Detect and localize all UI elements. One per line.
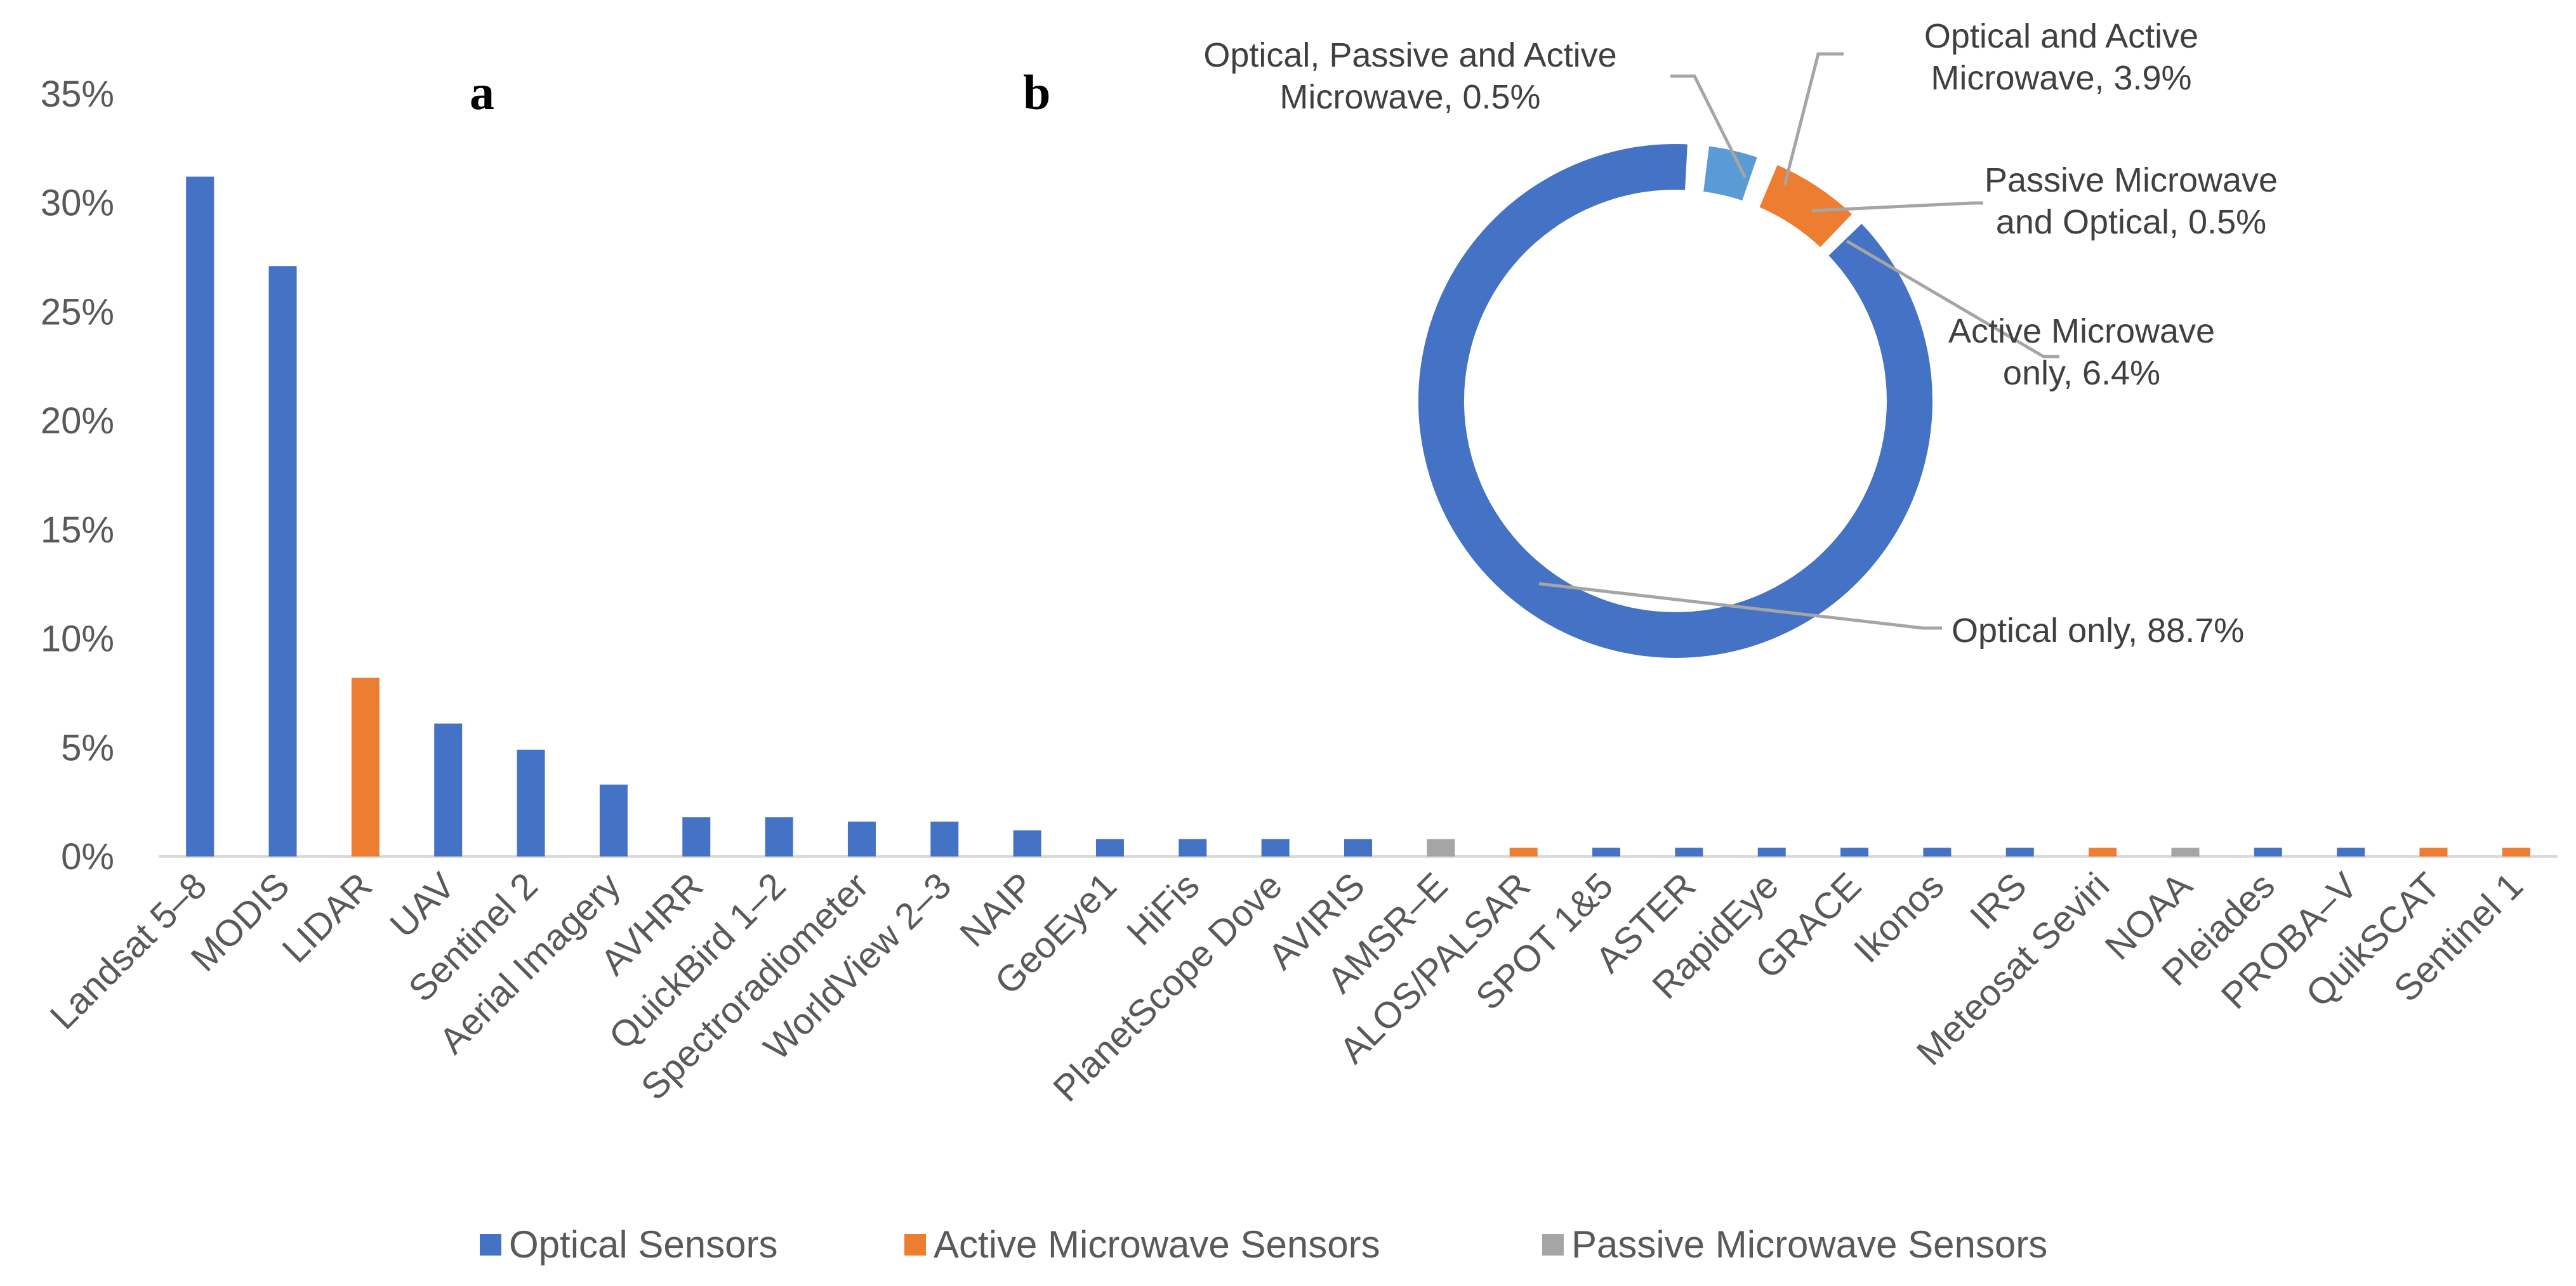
bar bbox=[2089, 848, 2117, 856]
bar bbox=[268, 266, 297, 856]
bar bbox=[1013, 830, 1041, 856]
legend-swatch bbox=[904, 1234, 926, 1256]
donut-slice bbox=[1699, 141, 1762, 206]
bars bbox=[186, 176, 2530, 856]
bar bbox=[2419, 848, 2448, 856]
donut-slice-label: Passive Microwave bbox=[1985, 161, 2278, 199]
panel-label-a: a bbox=[470, 65, 494, 120]
bar bbox=[2171, 848, 2200, 856]
donut-slice-label: only, 6.4% bbox=[2003, 354, 2160, 392]
y-tick-label: 30% bbox=[41, 183, 114, 224]
donut-leader-lines bbox=[1538, 52, 2059, 630]
y-tick-label: 15% bbox=[41, 509, 114, 551]
legend-swatch bbox=[1542, 1234, 1564, 1256]
leader-line bbox=[1538, 582, 1942, 630]
bar bbox=[1095, 839, 1124, 856]
donut-slices bbox=[1415, 140, 1936, 662]
bar bbox=[2005, 848, 2034, 856]
bar bbox=[930, 822, 959, 856]
y-tick-label: 10% bbox=[41, 619, 114, 660]
y-tick-label: 35% bbox=[41, 74, 114, 115]
legend-label: Passive Microwave Sensors bbox=[1571, 1223, 2047, 1266]
panel-label-b: b bbox=[1023, 65, 1050, 120]
donut-slice-label: Microwave, 3.9% bbox=[1931, 59, 2191, 97]
bar bbox=[847, 822, 876, 856]
donut-slice-label: Optical only, 88.7% bbox=[1952, 612, 2244, 650]
bar bbox=[2337, 848, 2365, 856]
bar bbox=[1923, 848, 1952, 856]
bar bbox=[1757, 848, 1786, 856]
leader-line bbox=[1670, 74, 1747, 179]
legend: Optical Sensors Active Microwave Sensors P… bbox=[480, 1223, 2047, 1266]
bar bbox=[682, 817, 711, 856]
bar bbox=[1592, 848, 1621, 856]
bar bbox=[351, 678, 380, 856]
bar bbox=[1509, 848, 1538, 856]
legend-label: Active Microwave Sensors bbox=[934, 1223, 1380, 1266]
x-tick-label: Ikonos bbox=[1846, 865, 1952, 971]
donut-slice bbox=[1754, 160, 1858, 253]
donut-chart-panel-b: Optical only, 88.7% Active Microwave only,… bbox=[1203, 17, 2278, 662]
donut-slice-label: Optical and Active bbox=[1924, 17, 2198, 55]
y-axis-ticks: 0% 5% 10% 15% 20% 25% 30% 35% bbox=[41, 74, 114, 877]
bar bbox=[1840, 848, 1869, 856]
donut-slice-label: Microwave, 0.5% bbox=[1279, 78, 1540, 116]
bar bbox=[1675, 848, 1703, 856]
leader-line bbox=[1811, 201, 1983, 213]
bar bbox=[2254, 848, 2282, 856]
bar bbox=[2502, 848, 2530, 856]
leader-line bbox=[1783, 52, 1844, 186]
bar bbox=[1344, 839, 1372, 856]
bar bbox=[599, 784, 628, 856]
bar bbox=[186, 176, 215, 856]
y-tick-label: 5% bbox=[61, 727, 114, 768]
donut-slice-label: Active Microwave bbox=[1948, 312, 2215, 350]
bar bbox=[1427, 839, 1455, 856]
bar bbox=[434, 723, 463, 856]
x-tick-label: LIDAR bbox=[274, 865, 380, 971]
bar bbox=[765, 817, 793, 856]
donut-slice-label: and Optical, 0.5% bbox=[1996, 203, 2266, 241]
donut-slice-label: Optical, Passive and Active bbox=[1203, 36, 1616, 74]
y-tick-label: 0% bbox=[61, 836, 114, 877]
legend-swatch bbox=[480, 1234, 501, 1256]
bar bbox=[517, 749, 545, 856]
donut-labels: Optical only, 88.7% Active Microwave only,… bbox=[1203, 17, 2278, 650]
y-tick-label: 20% bbox=[41, 400, 114, 442]
donut-slice bbox=[1415, 140, 1936, 662]
x-tick-label: IRS bbox=[1962, 865, 2035, 937]
legend-label: Optical Sensors bbox=[509, 1223, 778, 1266]
y-tick-label: 25% bbox=[41, 291, 114, 332]
bar bbox=[1261, 839, 1290, 856]
leader-line bbox=[1846, 239, 2059, 358]
bar bbox=[1179, 839, 1207, 856]
